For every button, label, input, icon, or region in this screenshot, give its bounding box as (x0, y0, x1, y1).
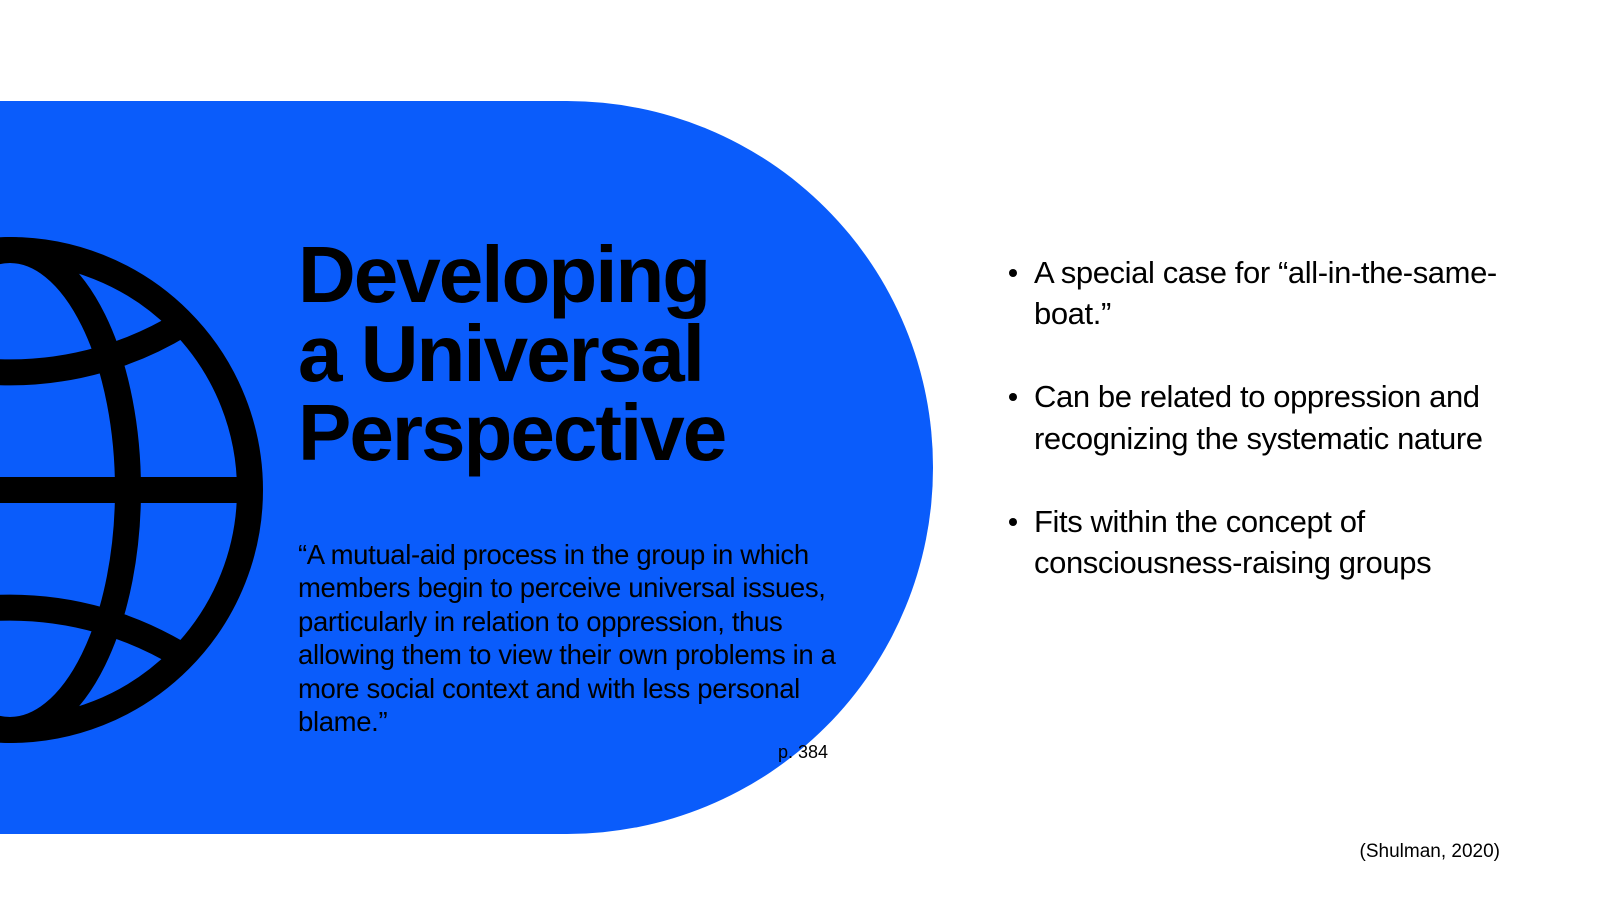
list-item-label: Can be related to oppression and recogni… (1034, 379, 1483, 456)
list-item: Can be related to oppression and recogni… (986, 376, 1506, 458)
list-item: A special case for “all-in-the-same-boat… (986, 252, 1506, 334)
list-item: Fits within the concept of consciousness… (986, 501, 1506, 583)
globe-icon (0, 237, 263, 743)
list-item-label: Fits within the concept of consciousness… (1034, 503, 1432, 581)
slide-title: Developing a Universal Perspective (298, 230, 727, 478)
bullet-dot-icon (1009, 517, 1017, 526)
source-citation: (Shulman, 2020) (1359, 841, 1500, 862)
bullet-dot-icon (1009, 269, 1017, 277)
list-item-label: A special case for “all-in-the-same-boat… (1034, 255, 1497, 332)
page-reference: p. 384 (777, 742, 828, 762)
definition-quote: “A mutual-aid process in the group in wh… (298, 539, 836, 738)
bullet-dot-icon (1009, 393, 1017, 402)
key-points-list: A special case for “all-in-the-same-boat… (986, 252, 1506, 583)
